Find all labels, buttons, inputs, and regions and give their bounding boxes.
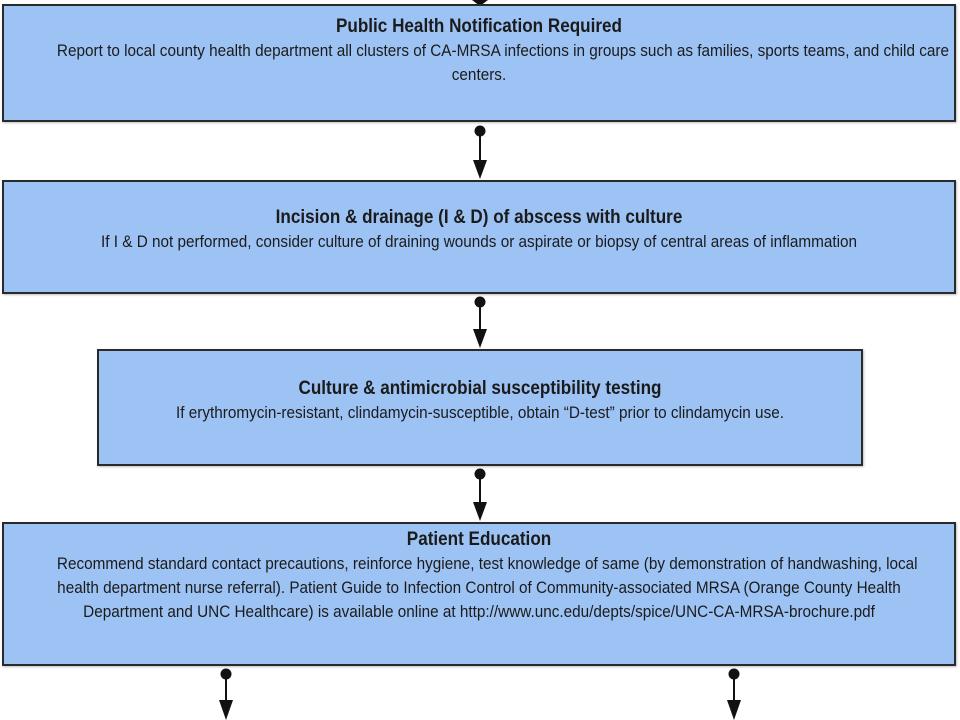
connector-notification-to-incision — [473, 125, 487, 179]
incision-drainage-box: Incision & drainage (I & D) of abscess w… — [2, 180, 956, 294]
public-health-notification-box: Public Health Notification Required Repo… — [2, 4, 956, 122]
box-title: Public Health Notification Required — [336, 16, 622, 37]
connector-dot — [220, 668, 232, 680]
box-title: Incision & drainage (I & D) of abscess w… — [275, 207, 683, 228]
box-title: Patient Education — [406, 529, 552, 550]
connector-dot — [474, 468, 486, 480]
arrowhead — [473, 329, 487, 348]
box-title: Culture & antimicrobial susceptibility t… — [298, 378, 662, 399]
box-body-line: centers. — [451, 65, 507, 84]
connector-education-out-right — [727, 668, 741, 720]
connector-incision-to-culture — [473, 296, 487, 348]
connector-dot — [474, 296, 486, 308]
box-body-line: If I & D not performed, consider culture… — [100, 232, 858, 251]
box-body: Recommend standard contact precautions, … — [56, 552, 918, 624]
culture-susceptibility-box: Culture & antimicrobial susceptibility t… — [97, 349, 863, 466]
connector-dot — [474, 125, 486, 137]
box-body: Report to local county health department… — [56, 39, 949, 87]
connector-culture-to-education — [473, 468, 487, 521]
box-body: If erythromycin-resistant, clindamycin-s… — [143, 401, 818, 425]
connector-dot — [728, 668, 740, 680]
box-body-line: Report to local county health department… — [56, 41, 949, 60]
arrowhead — [727, 700, 741, 720]
box-body-line: health department nurse referral). Patie… — [57, 578, 901, 597]
box-body: If I & D not performed, consider culture… — [57, 230, 901, 254]
arrowhead — [219, 700, 233, 720]
box-body-line: If erythromycin-resistant, clindamycin-s… — [176, 403, 784, 422]
arrowhead — [473, 160, 487, 179]
patient-education-box: Patient Education Recommend standard con… — [2, 522, 956, 666]
box-body-line: Department and UNC Healthcare) is availa… — [83, 602, 875, 621]
arrowhead — [473, 502, 487, 521]
connector-education-out-left — [219, 668, 233, 720]
box-body-line: Recommend standard contact precautions, … — [56, 554, 918, 573]
